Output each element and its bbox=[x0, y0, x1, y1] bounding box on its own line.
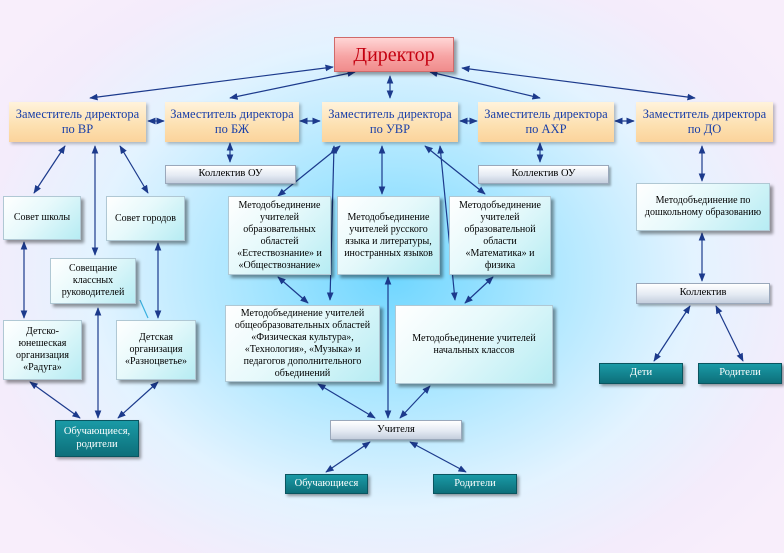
city-council-box[interactable]: Совет городов bbox=[106, 196, 185, 241]
teachers-box[interactable]: Учителя bbox=[330, 420, 462, 440]
students-box[interactable]: Обучающиеся bbox=[285, 474, 368, 494]
method-math-box[interactable]: Методобъединение учителей образовательно… bbox=[449, 196, 551, 275]
deputy-uvr-box[interactable]: Заместитель директора по УВР bbox=[322, 102, 458, 142]
method-preschool-box[interactable]: Методобъединение по дошкольному образова… bbox=[636, 183, 770, 231]
raduga-org-box[interactable]: Детско-юнешеская организация «Радуга» bbox=[3, 320, 82, 380]
collective-ou-ahr[interactable]: Коллектив ОУ bbox=[478, 165, 609, 184]
class-teachers-meeting-box[interactable]: Совещание классных руководителей bbox=[50, 258, 136, 304]
deputy-vr-box[interactable]: Заместитель директора по ВР bbox=[9, 102, 146, 142]
raznotsvetie-org-box[interactable]: Детская организация «Разноцветье» bbox=[116, 320, 196, 380]
deputy-do-box[interactable]: Заместитель директора по ДО bbox=[636, 102, 773, 142]
method-natural-box[interactable]: Методобъединение учителей образовательны… bbox=[228, 196, 331, 275]
students-parents-box[interactable]: Обучающиеся, родители bbox=[55, 420, 139, 457]
children-box[interactable]: Дети bbox=[599, 363, 683, 384]
method-pe-box[interactable]: Методобъединение учителей общеобразовате… bbox=[225, 305, 380, 382]
parents-box[interactable]: Родители bbox=[433, 474, 517, 494]
collective-ou-bzh[interactable]: Коллектив ОУ bbox=[165, 165, 296, 184]
method-primary-box[interactable]: Методобъединение учителей начальных клас… bbox=[395, 305, 553, 384]
school-council-box[interactable]: Совет школы bbox=[3, 196, 81, 240]
deputy-bzh-box[interactable]: Заместитель директора по БЖ bbox=[165, 102, 299, 142]
deputy-ahr-box[interactable]: Заместитель директора по АХР bbox=[478, 102, 614, 142]
collective-do-box[interactable]: Коллектив bbox=[636, 283, 770, 304]
method-russian-box[interactable]: Методобъединение учителей русского языка… bbox=[337, 196, 440, 275]
do-parents-box[interactable]: Родители bbox=[698, 363, 782, 384]
director-box[interactable]: Директор bbox=[334, 37, 454, 72]
